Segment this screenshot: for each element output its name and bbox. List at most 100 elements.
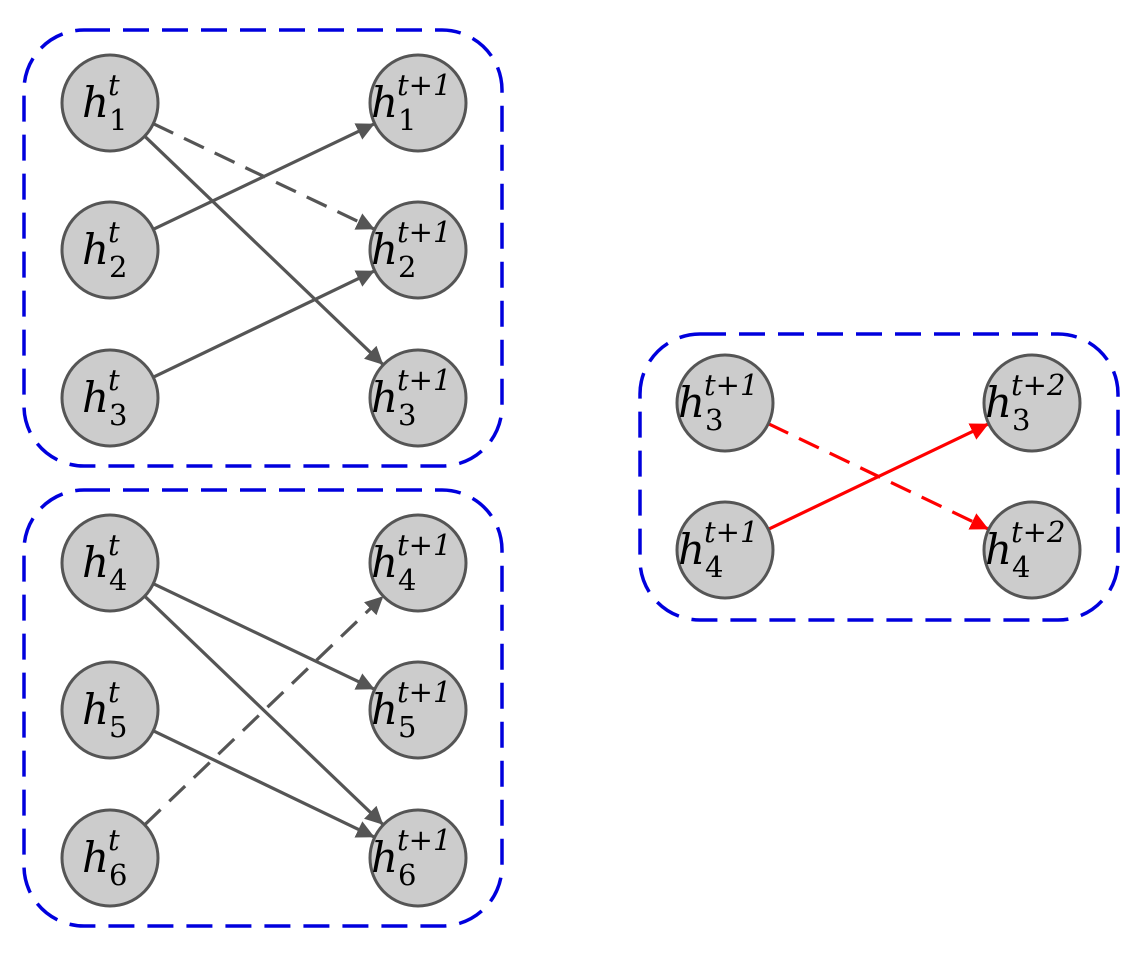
- node-label-superscript: t: [108, 68, 120, 102]
- node-label: h: [678, 378, 705, 427]
- node-label-subscript: 3: [398, 398, 416, 432]
- node-label-base: h: [371, 373, 398, 422]
- edge-h4t-to-h5t1: [152, 582, 375, 691]
- node-label: h: [371, 538, 398, 587]
- node-circle: [675, 353, 775, 453]
- edge-h6t-to-h4t1: [143, 595, 384, 826]
- node-circle: [982, 500, 1082, 600]
- node-h4t1: ht+14: [368, 513, 468, 613]
- node-label-base: h: [371, 685, 398, 734]
- node-label-subscript: 2: [109, 250, 127, 284]
- node-label-base: h: [82, 225, 109, 274]
- node-label-base: h: [678, 525, 705, 574]
- node-label: h: [371, 373, 398, 422]
- node-label-superscript: t: [108, 528, 120, 562]
- node-h3t1: ht+13: [368, 348, 468, 448]
- node-label-subscript: 3: [109, 398, 127, 432]
- node-label-subscript: 1: [109, 103, 127, 137]
- node-label-base: h: [82, 78, 109, 127]
- node-circle: [60, 53, 160, 153]
- node-label: h: [371, 225, 398, 274]
- node-label: h: [82, 373, 109, 422]
- node-label-superscript: t: [108, 675, 120, 709]
- node-circle: [982, 353, 1082, 453]
- node-label: h: [985, 378, 1012, 427]
- node-label-superscript: t: [108, 363, 120, 397]
- node-label-base: h: [82, 373, 109, 422]
- node-circle: [368, 808, 468, 908]
- node-circle: [368, 660, 468, 760]
- node-label-base: h: [82, 833, 109, 882]
- node-h1t: ht1: [60, 53, 160, 153]
- node-label-subscript: 1: [398, 103, 416, 137]
- node-h5t1: ht+15: [368, 660, 468, 760]
- node-label-superscript: t+2: [1011, 515, 1065, 549]
- node-label-subscript: 5: [398, 710, 416, 744]
- node-circle: [60, 200, 160, 300]
- node-label-superscript: t+1: [397, 675, 451, 709]
- node-r3t1: ht+13: [675, 353, 775, 453]
- node-label-superscript: t: [108, 215, 120, 249]
- node-label-subscript: 6: [109, 858, 127, 892]
- node-label-subscript: 4: [705, 550, 723, 584]
- node-label-superscript: t+1: [397, 215, 451, 249]
- node-label-base: h: [82, 538, 109, 587]
- edge-h1t-to-h3t1: [143, 135, 384, 366]
- group-top-left-box: [22, 28, 504, 468]
- node-circle: [368, 513, 468, 613]
- node-label: h: [82, 538, 109, 587]
- edge-layer: [143, 122, 989, 839]
- node-label-superscript: t: [108, 823, 120, 857]
- node-circle: [60, 808, 160, 908]
- node-label-subscript: 6: [398, 858, 416, 892]
- node-label-subscript: 5: [109, 710, 127, 744]
- node-h1t1: ht+11: [368, 53, 468, 153]
- node-label-superscript: t+1: [397, 528, 451, 562]
- node-r4t2: ht+24: [982, 500, 1082, 600]
- group-layer: [22, 28, 1120, 928]
- node-h4t: ht4: [60, 513, 160, 613]
- node-label-superscript: t+1: [397, 68, 451, 102]
- node-label: h: [985, 525, 1012, 574]
- node-label: h: [371, 78, 398, 127]
- node-label-base: h: [82, 685, 109, 734]
- node-label-subscript: 3: [705, 403, 723, 437]
- edge-h4t-to-h6t1: [143, 595, 384, 826]
- node-label-base: h: [371, 833, 398, 882]
- node-label-base: h: [371, 538, 398, 587]
- edge-h3t-to-h2t1: [152, 269, 375, 379]
- node-label-subscript: 4: [1012, 550, 1030, 584]
- node-label: h: [82, 833, 109, 882]
- node-h5t: ht5: [60, 660, 160, 760]
- edge-r4t1-to-r3t2: [767, 422, 989, 531]
- group-right-box: [638, 332, 1120, 622]
- node-label: h: [82, 225, 109, 274]
- node-r4t1: ht+14: [675, 500, 775, 600]
- node-circle: [368, 348, 468, 448]
- node-label-superscript: t+1: [704, 515, 758, 549]
- node-circle: [60, 348, 160, 448]
- node-label-subscript: 4: [398, 563, 416, 597]
- node-label-superscript: t+1: [397, 363, 451, 397]
- node-label: h: [82, 78, 109, 127]
- node-h6t: ht6: [60, 808, 160, 908]
- node-circle: [368, 200, 468, 300]
- node-h2t1: ht+12: [368, 200, 468, 300]
- edge-h5t-to-h6t1: [152, 729, 375, 839]
- node-h2t: ht2: [60, 200, 160, 300]
- node-h6t1: ht+16: [368, 808, 468, 908]
- node-label-subscript: 3: [1012, 403, 1030, 437]
- node-label-base: h: [371, 225, 398, 274]
- group-bottom-left-box: [22, 488, 504, 928]
- node-label-base: h: [371, 78, 398, 127]
- node-layer: ht1ht2ht3ht4ht5ht6ht+11ht+12ht+13ht+14ht…: [60, 53, 1082, 908]
- node-label-subscript: 4: [109, 563, 127, 597]
- node-circle: [60, 660, 160, 760]
- node-label-base: h: [985, 525, 1012, 574]
- node-label-superscript: t+1: [704, 368, 758, 402]
- node-r3t2: ht+23: [982, 353, 1082, 453]
- node-label: h: [371, 685, 398, 734]
- node-circle: [368, 53, 468, 153]
- node-label-superscript: t+1: [397, 823, 451, 857]
